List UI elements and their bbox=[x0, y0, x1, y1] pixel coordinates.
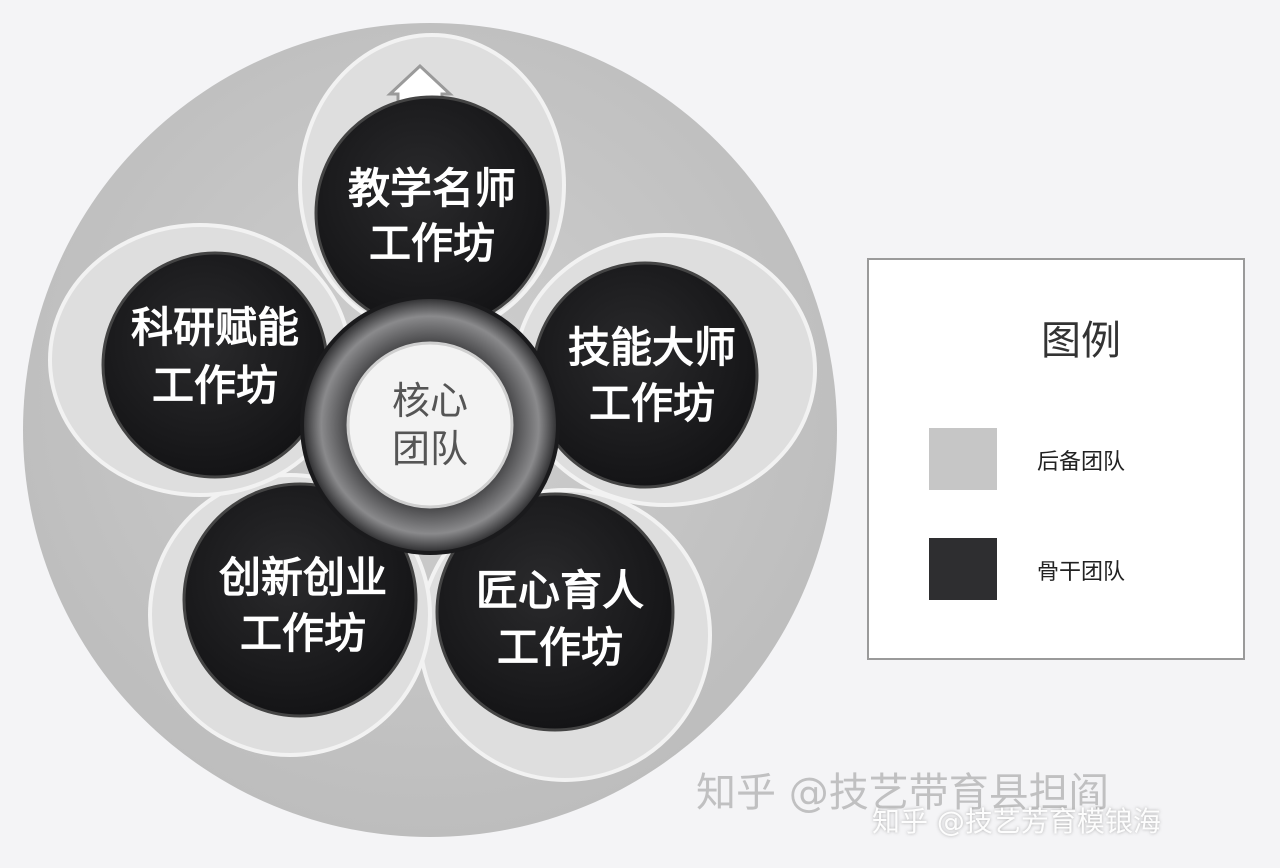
node-craftsman-line2: 工作坊 bbox=[497, 623, 623, 672]
legend-title: 图例 bbox=[1041, 318, 1121, 364]
node-craftsman-line1: 匠心育人 bbox=[476, 566, 644, 615]
node-innovation-line1: 创新创业 bbox=[219, 553, 387, 602]
node-innovation-line2: 工作坊 bbox=[240, 609, 366, 658]
node-skill-line2: 工作坊 bbox=[589, 379, 715, 428]
legend-swatch-reserve bbox=[929, 428, 997, 490]
legend-label-backbone: 骨干团队 bbox=[1037, 560, 1126, 585]
legend-swatch-backbone bbox=[929, 538, 997, 600]
node-teaching-line1: 教学名师 bbox=[348, 164, 516, 213]
legend-item-reserve: 后备团队 bbox=[929, 428, 1229, 492]
watermark-primary: 知乎 @技艺带育县担阎 bbox=[696, 770, 1109, 816]
node-innovation: 创新创业 工作坊 bbox=[182, 482, 418, 718]
node-craftsman: 匠心育人 工作坊 bbox=[435, 492, 675, 732]
legend-label-reserve: 后备团队 bbox=[1037, 450, 1126, 475]
node-research: 科研赋能 工作坊 bbox=[101, 251, 329, 479]
legend: 图例 后备团队 骨干团队 bbox=[867, 258, 1245, 660]
node-teaching-line2: 工作坊 bbox=[369, 219, 495, 268]
core-node: 核心 团队 bbox=[300, 295, 560, 555]
node-skill-line1: 技能大师 bbox=[568, 323, 736, 372]
legend-item-backbone: 骨干团队 bbox=[929, 538, 1229, 602]
node-teaching: 教学名师 工作坊 bbox=[314, 95, 550, 331]
core-line1: 核心 bbox=[392, 379, 468, 423]
node-skill: 技能大师 工作坊 bbox=[531, 261, 759, 489]
node-research-line1: 科研赋能 bbox=[131, 303, 299, 352]
watermark-secondary: 知乎 @技艺芳育模锒海 bbox=[872, 805, 1161, 838]
core-line2: 团队 bbox=[392, 427, 468, 471]
node-research-line2: 工作坊 bbox=[152, 361, 278, 410]
